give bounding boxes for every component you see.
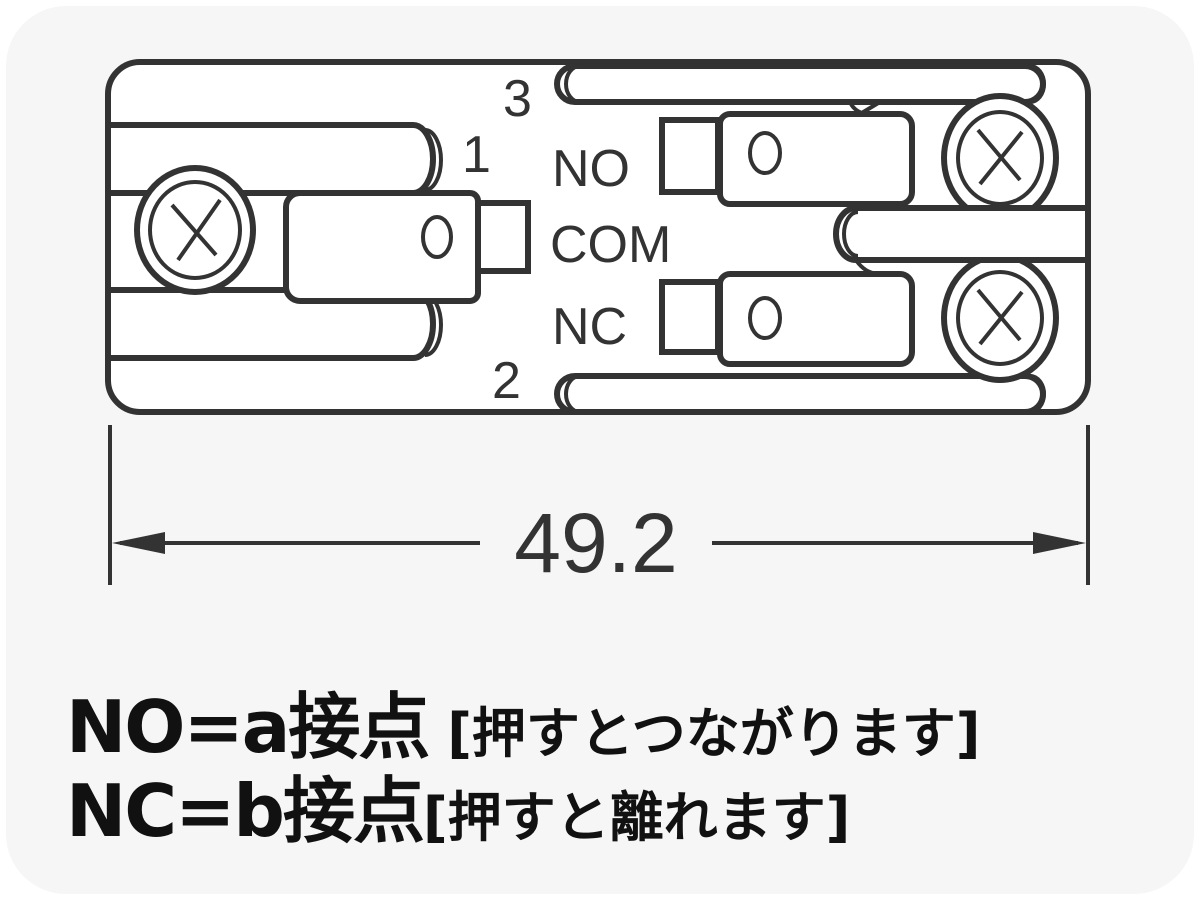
dimension-value: 49.2 xyxy=(514,496,678,590)
com-terminal xyxy=(475,200,531,274)
legend-no-term: NO=a接点 xyxy=(66,685,430,769)
arrow-left-icon xyxy=(112,532,165,554)
pin-2-bar xyxy=(554,373,1046,415)
left-screw-icon xyxy=(134,165,256,295)
no-terminal xyxy=(659,117,721,195)
nc-terminal xyxy=(659,279,721,355)
no-hole xyxy=(748,131,782,175)
nc-hole xyxy=(748,296,782,340)
legend-nc-note: [押すと離れます] xyxy=(422,786,851,849)
nc-screw-icon xyxy=(941,253,1059,383)
com-label: COM xyxy=(550,216,671,274)
com-rod xyxy=(833,202,1091,276)
legend-no-note: [押すとつながります] xyxy=(428,702,981,765)
legend-nc-term: NC=b接点 xyxy=(66,769,425,853)
no-lug xyxy=(659,111,915,207)
width-dimension: 49.2 xyxy=(108,425,1090,590)
pin-2-label: 2 xyxy=(492,352,521,410)
pin-1-label: 1 xyxy=(462,126,491,184)
no-screw-icon xyxy=(941,93,1059,223)
arrow-right-icon xyxy=(1033,532,1086,554)
nc-lug xyxy=(659,271,915,367)
pin-3-label: 3 xyxy=(503,70,532,128)
legend-nc: NC=b接点[押すと離れます] xyxy=(66,752,850,857)
nc-label: NC xyxy=(552,298,627,356)
legend-no: NO=a接点 [押すとつながります] xyxy=(66,668,980,773)
no-label: NO xyxy=(552,140,630,198)
com-lug xyxy=(283,190,531,304)
com-hole xyxy=(421,215,453,259)
